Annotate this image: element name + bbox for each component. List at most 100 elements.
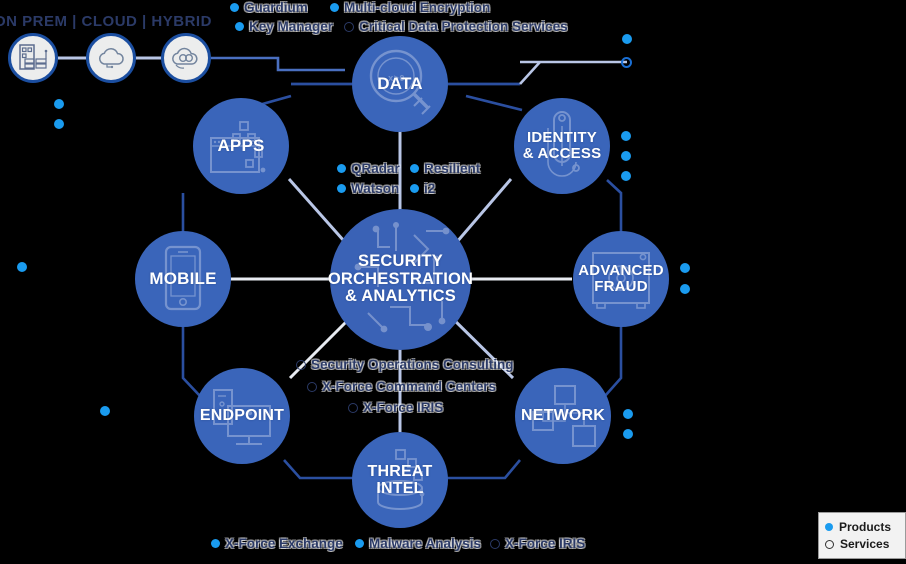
clipped-bullet-5 — [621, 171, 631, 181]
fingerprint-icon — [547, 111, 580, 177]
node-mobile[interactable]: MOBILE — [135, 231, 231, 327]
clipped-bullet-1 — [622, 34, 632, 44]
node-network[interactable]: NETWORK — [515, 368, 611, 464]
tag-guardium[interactable]: Guardium — [230, 0, 308, 15]
legend-products-label: Products — [839, 520, 892, 534]
product-bullet-icon — [330, 3, 339, 12]
node-advanced-fraud[interactable]: ADVANCED FRAUD — [573, 231, 669, 327]
clipped-bullet-13 — [100, 406, 110, 416]
node-endpoint-label: ENDPOINT — [199, 407, 285, 425]
product-bullet-icon — [235, 22, 244, 31]
tag-resilient[interactable]: Resilient — [410, 161, 480, 176]
product-bullet-icon — [410, 164, 419, 173]
service-bullet-icon — [344, 21, 354, 32]
identity-line-2: & ACCESS — [522, 145, 602, 162]
database-icon — [377, 449, 425, 510]
service-bullet-icon — [307, 381, 317, 392]
clipped-bullet-11 — [54, 119, 64, 129]
tag-security-operations-consulting[interactable]: Security Operations Consulting — [296, 357, 514, 372]
tag-label: X-Force Command Centers — [322, 379, 497, 394]
tag-label: Key Manager — [249, 19, 334, 34]
clipped-bullet-7 — [680, 284, 690, 294]
tag-xforce-exchange[interactable]: X-Force Exchange — [211, 536, 343, 551]
service-bullet-icon — [296, 359, 306, 370]
node-data[interactable]: x>0 DATA — [352, 36, 448, 132]
identity-line-1: IDENTITY — [527, 128, 597, 146]
tag-critical-data-protection-services[interactable]: Critical Data Protection Services — [344, 19, 568, 34]
hub-line-3: & ANALYTICS — [345, 287, 456, 306]
clipped-bullet-4 — [621, 151, 631, 161]
threat-line-2: INTEL — [376, 480, 424, 497]
node-endpoint[interactable]: ENDPOINT — [194, 368, 290, 464]
product-bullet-icon — [825, 523, 833, 531]
svg-text:x>0: x>0 — [388, 74, 405, 84]
node-threat-intel[interactable]: THREAT INTEL — [352, 432, 448, 528]
network-topology-icon — [532, 385, 596, 447]
node-threat-intel-label: THREAT INTEL — [368, 463, 433, 498]
cloud-glyph — [98, 47, 124, 69]
tag-label: X-Force Exchange — [225, 536, 343, 551]
on-prem-datacenter-icon[interactable] — [8, 33, 58, 83]
tag-label: Critical Data Protection Services — [359, 19, 568, 34]
smartphone-icon — [164, 245, 202, 311]
tag-key-manager[interactable]: Key Manager — [235, 19, 333, 34]
product-bullet-icon — [230, 3, 239, 12]
node-identity-access[interactable]: IDENTITY & ACCESS — [514, 98, 610, 194]
clipped-bullet-12 — [17, 262, 27, 272]
clipped-bullet-9 — [623, 429, 633, 439]
hub-label: SECURITY ORCHESTRATION & ANALYTICS — [327, 252, 474, 306]
node-apps-label: APPS — [217, 135, 265, 155]
tag-label: Multi-cloud Encryption — [344, 0, 491, 15]
node-apps[interactable]: APPS — [193, 98, 289, 194]
legend-row-products: Products — [825, 520, 899, 534]
node-identity-access-label: IDENTITY & ACCESS — [522, 128, 602, 162]
tag-xforce-iris-hub[interactable]: X-Force IRIS — [348, 400, 443, 415]
service-bullet-icon — [348, 402, 358, 413]
desktop-tower-icon — [213, 389, 271, 445]
node-security-orchestration-analytics[interactable]: SECURITY ORCHESTRATION & ANALYTICS — [327, 209, 474, 350]
node-mobile-label: MOBILE — [149, 268, 217, 288]
tag-label: X-Force IRIS — [363, 400, 444, 415]
tag-multi-cloud-encryption[interactable]: Multi-cloud Encryption — [330, 0, 490, 15]
hybrid-cloud-icon[interactable] — [161, 33, 211, 83]
clipped-bullet-3 — [621, 131, 631, 141]
node-network-label: NETWORK — [520, 407, 606, 425]
tag-xforce-iris-threat[interactable]: X-Force IRIS — [490, 536, 585, 551]
magnifier-data-icon: x>0 — [369, 49, 431, 115]
tag-label: Security Operations Consulting — [311, 357, 514, 372]
fraud-line-1: ADVANCED — [578, 261, 664, 279]
clipped-bullet-8 — [623, 409, 633, 419]
clipped-bullet-2 — [621, 57, 632, 68]
product-bullet-icon — [410, 184, 419, 193]
service-bullet-icon — [490, 538, 500, 549]
service-bullet-icon — [825, 539, 834, 549]
cloud-icon[interactable] — [86, 33, 136, 83]
clipped-bullet-10 — [54, 99, 64, 109]
legend-services-label: Services — [840, 537, 890, 551]
hub-line-2: ORCHESTRATION — [327, 269, 474, 288]
on-prem-datacenter-glyph — [19, 44, 48, 70]
tag-qradar[interactable]: QRadar — [337, 161, 400, 176]
hybrid-cloud-glyph — [172, 47, 198, 69]
tag-i2[interactable]: i2 — [410, 181, 435, 196]
threat-line-1: THREAT — [367, 462, 433, 480]
fraud-line-2: FRAUD — [594, 278, 648, 295]
product-bullet-icon — [337, 164, 346, 173]
tag-label: Watson — [351, 181, 400, 196]
legend: Products Services — [818, 512, 906, 559]
product-bullet-icon — [355, 539, 364, 548]
tag-malware-analysis[interactable]: Malware Analysis — [355, 536, 481, 551]
tag-label: QRadar — [351, 161, 400, 176]
clipped-bullet-6 — [680, 263, 690, 273]
tag-label: X-Force IRIS — [505, 536, 586, 551]
legend-row-services: Services — [825, 537, 899, 551]
vault-safe-icon — [592, 252, 650, 309]
tag-label: Resilient — [424, 161, 481, 176]
browser-window-icon — [210, 121, 266, 173]
deployment-header: ON PREM | CLOUD | HYBRID — [0, 13, 212, 30]
tag-watson[interactable]: Watson — [337, 181, 399, 196]
tag-label: i2 — [424, 181, 436, 196]
tag-xforce-command-centers[interactable]: X-Force Command Centers — [307, 379, 496, 394]
